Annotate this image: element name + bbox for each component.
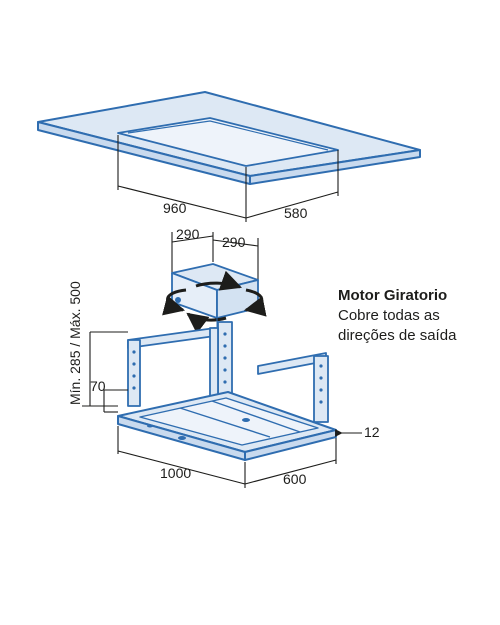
caption-line-1: Cobre todas as: [338, 307, 440, 324]
ceiling-dimension-lines: [117, 135, 339, 222]
caption-title: Motor Giratorio: [338, 287, 447, 304]
hood-width-label: 1000: [160, 465, 191, 481]
motor-box-dimension-lines: [171, 232, 259, 280]
frame-height-label: 70: [90, 378, 106, 394]
box-depth-label: 290: [222, 234, 246, 250]
height-dimension-lines: [82, 331, 128, 413]
thickness-label: 12: [364, 424, 380, 440]
caption-line-2: direções de saída: [338, 327, 457, 344]
ceiling-width-label: 960: [163, 200, 187, 216]
hood-frame: [127, 321, 329, 423]
rotation-dot: [175, 297, 181, 303]
hood-lights: [147, 418, 250, 440]
ceiling-depth-label: 580: [284, 205, 308, 221]
height-range-label: Mín. 285 / Máx. 500: [67, 281, 83, 405]
hood-dimension-lines: [117, 426, 337, 488]
box-width-label: 290: [176, 226, 200, 242]
rotation-arrows-icon: [162, 270, 267, 334]
hood-filter-panel: [139, 397, 319, 446]
hood-depth-label: 600: [283, 471, 307, 487]
